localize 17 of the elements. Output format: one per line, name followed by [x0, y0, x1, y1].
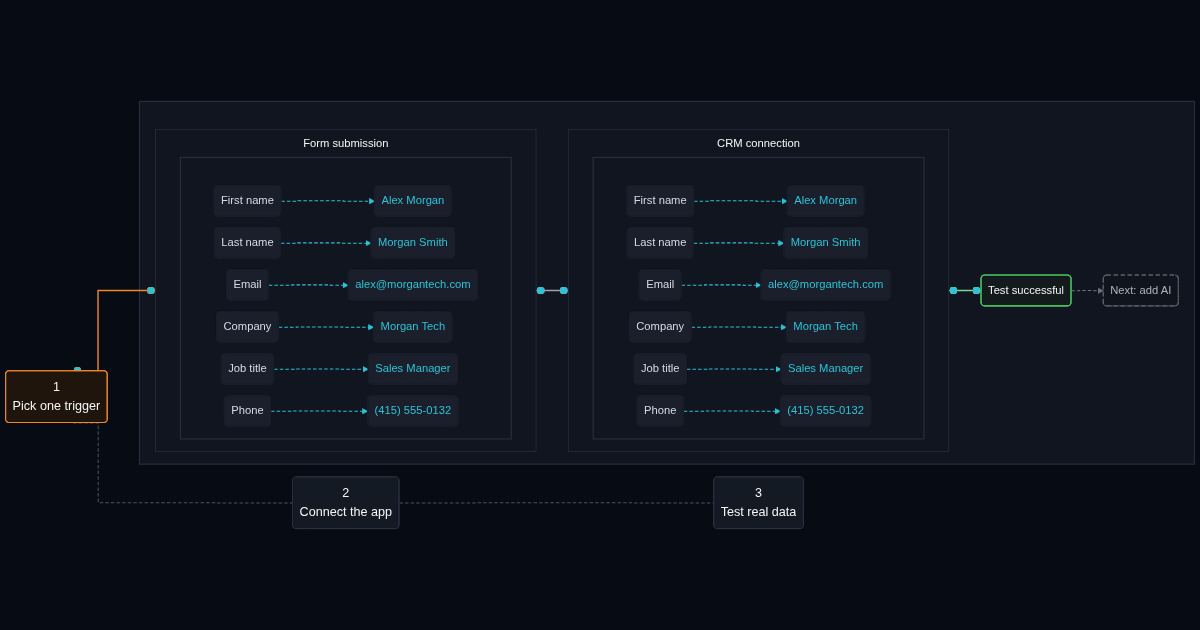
arrow — [683, 408, 781, 415]
arrow — [273, 366, 369, 373]
arrow — [270, 408, 369, 415]
arrow — [268, 282, 349, 289]
cluster — [179, 156, 512, 440]
arrow — [693, 198, 788, 205]
arrow — [686, 366, 782, 373]
connector — [535, 286, 569, 295]
arrow — [681, 282, 762, 289]
arrow — [280, 240, 372, 247]
cluster — [592, 156, 925, 440]
arrow — [693, 240, 785, 247]
cluster — [138, 100, 1195, 465]
connector — [948, 286, 982, 295]
arrow — [280, 198, 376, 205]
arrow — [278, 324, 375, 331]
arrow — [691, 324, 787, 331]
